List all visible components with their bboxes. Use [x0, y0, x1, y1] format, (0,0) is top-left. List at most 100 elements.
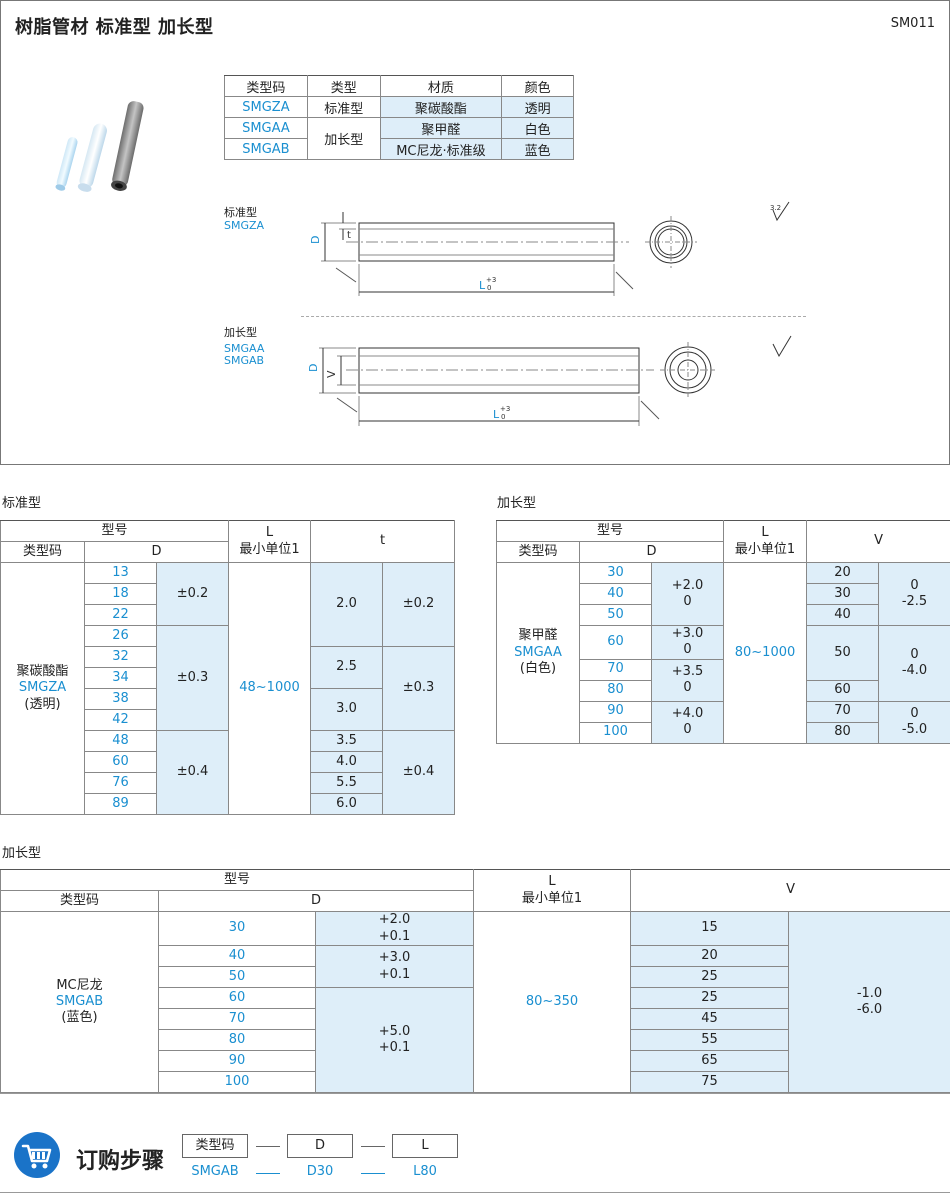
product-photo	[55, 101, 144, 192]
col-header-type: 类型	[306, 75, 381, 97]
header-code: 类型码	[0, 541, 85, 563]
order-steps-panel: 订购步骤 类型码 D L SMGAB D30 L80	[0, 1093, 950, 1193]
tol-low-label: 0	[501, 413, 505, 421]
t-value: 6.0	[310, 793, 384, 815]
type-code-cell: SMGZA	[224, 96, 308, 118]
t-value: 2.0	[310, 562, 384, 647]
col-header-material: 材质	[379, 75, 503, 97]
drawing-extended-code1: SMGAA	[224, 342, 265, 355]
t-value: 4.0	[310, 751, 384, 773]
standard-tube-drawing: D t L +3 0 3.2	[309, 201, 790, 296]
tol-low-label: 0	[487, 284, 491, 292]
section-title-standard: 标准型	[2, 496, 42, 511]
t-tolerance: ±0.4	[382, 730, 456, 815]
d-value: 100	[158, 1071, 316, 1093]
l-range: 80~350	[473, 911, 632, 1093]
color-cell: 蓝色	[501, 138, 574, 160]
order-example-code: SMGAB	[191, 1164, 239, 1179]
type-code-cell: SMGAA	[224, 117, 308, 139]
d-value: 13	[84, 562, 157, 584]
d-value: 50	[158, 966, 316, 988]
header-l-text: L	[265, 525, 274, 541]
dim-l-label: L	[479, 279, 486, 292]
v-value: 70	[806, 700, 880, 723]
d-value: 90	[579, 700, 652, 723]
v-value: 55	[630, 1029, 790, 1051]
order-box-code: 类型码	[182, 1134, 248, 1158]
order-box-d: D	[287, 1134, 353, 1158]
d-value: 26	[84, 625, 157, 647]
type-cell: 标准型	[306, 96, 381, 118]
d-value: 30	[158, 911, 316, 946]
v-tolerance: 0-4.0	[878, 625, 950, 702]
v-value: 45	[630, 1008, 790, 1030]
material-table: 类型码 类型 材质 颜色 SMGZA 标准型 聚碳酸酯 透明 SMGAA 加长型…	[224, 75, 574, 160]
header-code: 类型码	[496, 541, 580, 563]
v-value: 75	[630, 1071, 790, 1093]
header-v: V	[806, 520, 950, 563]
header-l-unit: 最小单位1	[239, 541, 300, 557]
d-value: 89	[84, 793, 157, 815]
d-value: 48	[84, 730, 157, 752]
page-title: 树脂管材 标准型 加长型	[15, 17, 214, 38]
material-cell: 聚甲醛	[379, 117, 503, 139]
header-d: D	[578, 541, 725, 563]
d-tolerance: ±0.2	[155, 562, 230, 626]
dim-d-label: D	[307, 364, 320, 372]
v-value: 40	[806, 604, 880, 626]
drawing-extended-code2: SMGAB	[224, 354, 265, 367]
dim-l-label: L	[493, 408, 500, 421]
header-d: D	[157, 890, 475, 912]
d-value: 80	[579, 679, 652, 702]
color-cell: 白色	[501, 117, 574, 139]
t-tolerance: ±0.2	[382, 562, 456, 647]
t-value: 3.0	[310, 688, 384, 731]
header-t: t	[310, 520, 456, 563]
d-value: 34	[84, 667, 157, 689]
v-tolerance: 0-2.5	[878, 562, 950, 626]
col-header-code: 类型码	[224, 75, 308, 97]
tol-up-label: +3	[486, 276, 496, 284]
drawing-standard-code: SMGZA	[224, 219, 265, 232]
d-value: 40	[158, 945, 316, 967]
color-cell: 透明	[501, 96, 574, 118]
t-value: 5.5	[310, 772, 384, 794]
v-value: 60	[806, 679, 880, 702]
d-value: 50	[579, 604, 652, 626]
header-d: D	[83, 541, 230, 563]
order-example-connector	[361, 1173, 385, 1174]
header-model: 型号	[0, 520, 230, 542]
dim-d-label: D	[309, 236, 322, 244]
header-l-unit: 最小单位1	[734, 541, 796, 557]
extended-tube-drawing: D V L +3 0	[307, 335, 792, 426]
header-l-text: L	[548, 874, 556, 890]
header-code: 类型码	[0, 890, 159, 912]
d-value: 60	[579, 625, 652, 660]
d-value: 100	[579, 721, 652, 744]
roughness-label: 3.2	[770, 204, 781, 212]
header-v: V	[630, 869, 950, 912]
header-l-text: L	[761, 525, 769, 541]
v-tolerance: -1.0-6.0	[788, 911, 950, 1093]
order-example-d: D30	[306, 1164, 334, 1179]
product-code: SM011	[890, 16, 935, 31]
material-cell: 聚碳酸酯	[379, 96, 503, 118]
d-tolerance: +2.0+0.1	[314, 911, 475, 946]
material-cell: MC尼龙·标准级	[379, 138, 503, 160]
section-title-extended-mc: 加长型	[2, 846, 42, 861]
order-example-connector	[256, 1173, 280, 1174]
dim-t-label: t	[347, 230, 351, 241]
v-value: 20	[630, 945, 790, 967]
d-value: 80	[158, 1029, 316, 1051]
v-value: 20	[806, 562, 880, 584]
order-connector	[256, 1146, 280, 1147]
l-range: 48~1000	[228, 562, 312, 815]
d-value: 60	[84, 751, 157, 773]
